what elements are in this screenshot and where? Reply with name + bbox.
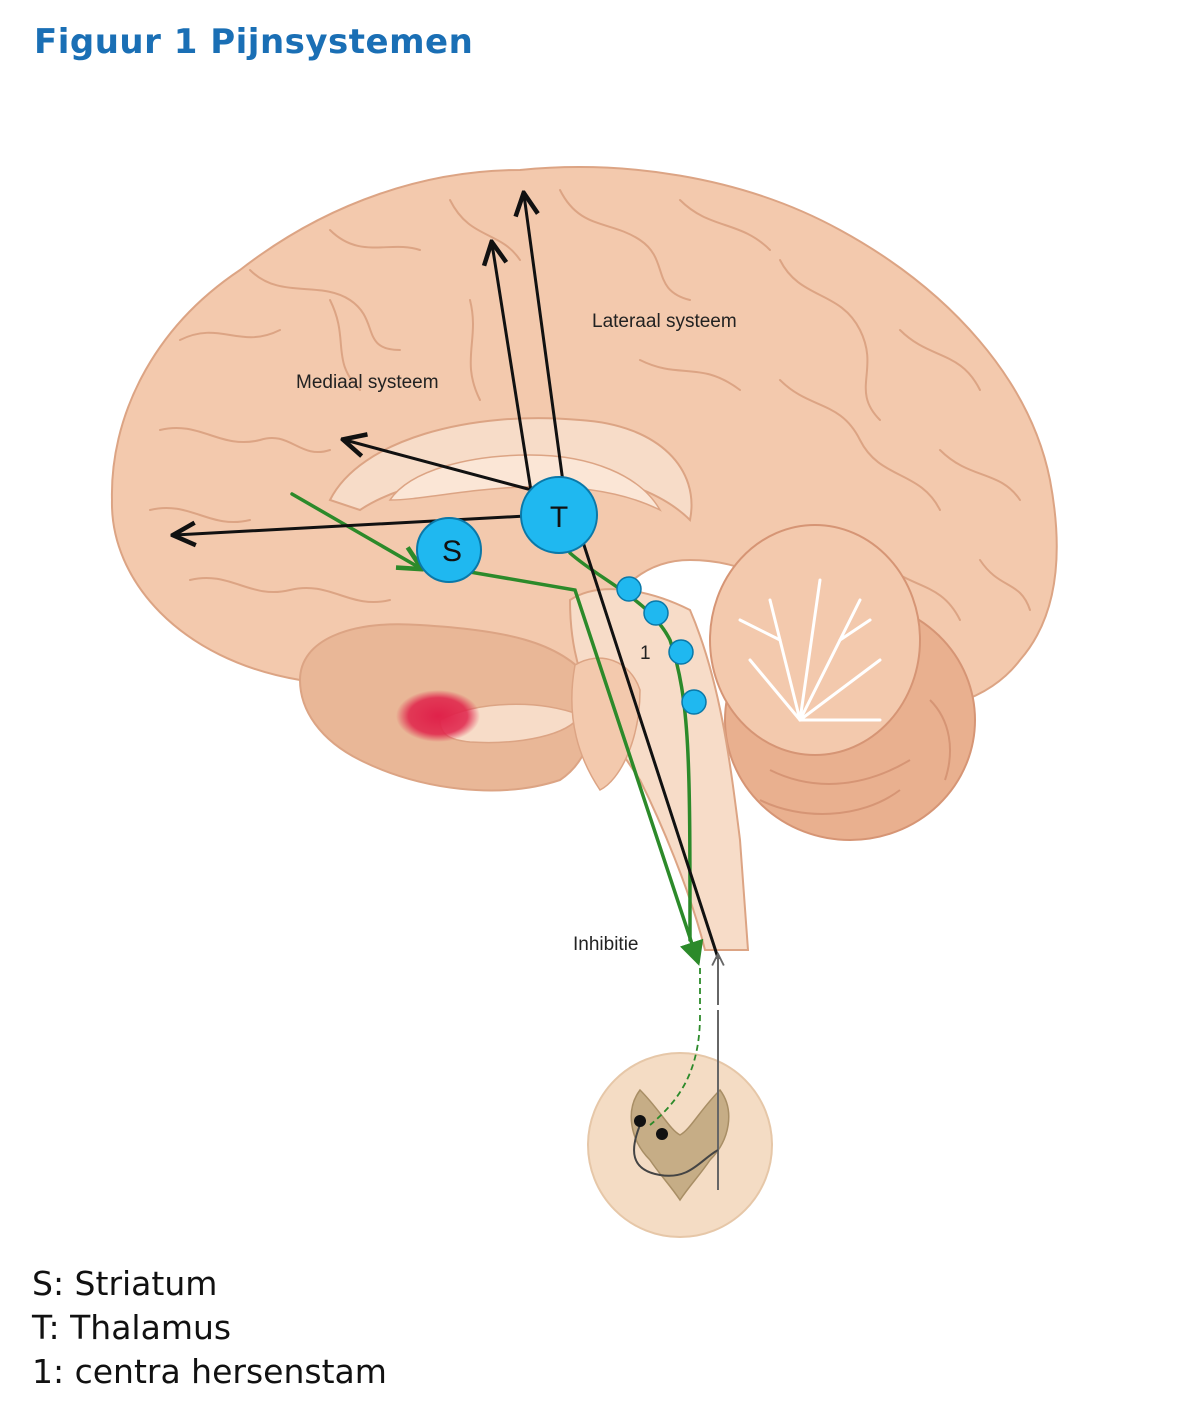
legend-item-striatum: S: Striatum <box>32 1264 218 1303</box>
brainstem-center-dot-1 <box>616 576 642 602</box>
spinal-neuron-line <box>633 1124 719 1177</box>
cerebellum <box>709 524 976 841</box>
brainstem-centers <box>616 576 707 715</box>
spinal-neuron-dot-1 <box>634 1115 646 1127</box>
brainstem-center-number: 1 <box>640 643 651 664</box>
spinal-neuron-dot-2 <box>656 1128 668 1140</box>
striatum-node: S <box>416 517 482 583</box>
black-pathways <box>175 195 720 960</box>
legend-item-brainstem: 1: centra hersenstam <box>32 1352 387 1391</box>
inhibition-label: Inhibitie <box>573 934 639 955</box>
spinal-cord-section <box>587 1052 773 1238</box>
lateral-system-label: Lateraal systeem <box>592 311 737 332</box>
thalamus-node: T <box>520 476 598 554</box>
brainstem-center-dot-4 <box>681 689 707 715</box>
brainstem-center-dot-2 <box>643 600 669 626</box>
medial-system-label: Mediaal systeem <box>296 372 439 393</box>
thalamus-label: T <box>550 501 568 534</box>
legend-item-thalamus: T: Thalamus <box>32 1308 232 1347</box>
green-spinal-line <box>649 968 701 1126</box>
figure-title: Figuur 1 Pijnsystemen <box>34 22 474 62</box>
striatum-label: S <box>442 535 462 568</box>
pons <box>571 657 641 791</box>
legend: S: Striatum T: Thalamus 1: centra hersen… <box>32 1262 387 1394</box>
red-highlight-spot <box>396 690 480 742</box>
brainstem-center-dot-3 <box>668 639 694 665</box>
